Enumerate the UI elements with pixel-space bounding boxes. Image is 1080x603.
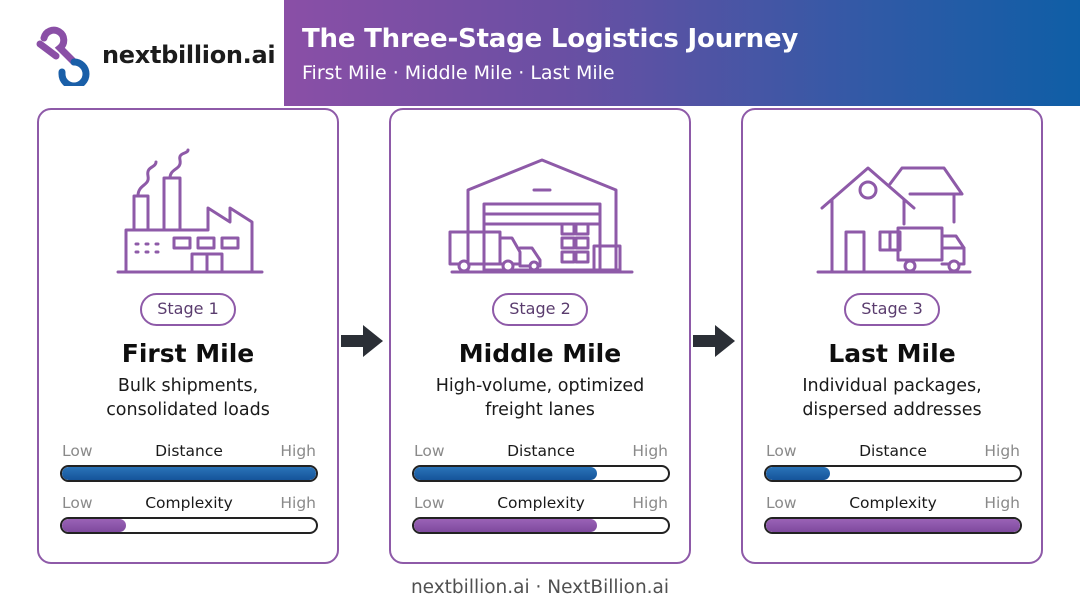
- stage-pill: Stage 2: [492, 293, 588, 326]
- meter-high-label: High: [984, 442, 1020, 460]
- meter-label: Distance: [155, 442, 223, 460]
- meter-high-label: High: [632, 494, 668, 512]
- meter-track: [60, 465, 318, 482]
- distance-meter: Distance Low High: [60, 442, 318, 482]
- meter-high-label: High: [632, 442, 668, 460]
- meter-high-label: High: [280, 494, 316, 512]
- meter-label: Distance: [507, 442, 575, 460]
- logo-area: nextbillion.ai: [0, 0, 284, 106]
- meter-low-label: Low: [766, 494, 797, 512]
- complexity-fill: [62, 519, 126, 532]
- distance-meter: Distance Low High: [412, 442, 670, 482]
- meter-label: Distance: [859, 442, 927, 460]
- meter-label: Complexity: [497, 494, 585, 512]
- logo-icon: [36, 26, 90, 86]
- arrow-right-icon: [341, 325, 383, 357]
- logo-text: nextbillion.ai: [102, 41, 276, 69]
- factory-icon: [116, 148, 264, 274]
- distance-fill: [766, 467, 830, 480]
- meter-track: [764, 517, 1022, 534]
- stage-card-middle-mile: Stage 2 Middle Mile High-volume, optimiz…: [389, 108, 691, 564]
- stage-description-line: Bulk shipments,: [117, 376, 259, 396]
- stage-title: Last Mile: [828, 339, 956, 368]
- meter-low-label: Low: [62, 442, 93, 460]
- stage-description-line: High-volume, optimized: [435, 376, 645, 396]
- distance-fill: [414, 467, 597, 480]
- stage-description: Individual packages, dispersed addresses: [743, 374, 1041, 422]
- page-subtitle: First Mile · Middle Mile · Last Mile: [302, 62, 615, 84]
- meter-high-label: High: [280, 442, 316, 460]
- meter-track: [412, 465, 670, 482]
- complexity-meter: Complexity Low High: [764, 494, 1022, 534]
- meter-low-label: Low: [766, 442, 797, 460]
- page-title: The Three-Stage Logistics Journey: [302, 24, 799, 54]
- meter-label: Complexity: [849, 494, 937, 512]
- stage-description: Bulk shipments, consolidated loads: [39, 374, 337, 422]
- meter-low-label: Low: [414, 494, 445, 512]
- arrow-right-icon: [693, 325, 735, 357]
- house-delivery-icon: [816, 166, 972, 274]
- stage-title: First Mile: [121, 339, 255, 368]
- stage-title: Middle Mile: [458, 339, 622, 368]
- meter-low-label: Low: [414, 442, 445, 460]
- complexity-fill: [766, 519, 1020, 532]
- warehouse-icon: [448, 158, 634, 274]
- stage-card-last-mile: Stage 3 Last Mile Individual packages, d…: [741, 108, 1043, 564]
- stage-description-line: Individual packages,: [802, 376, 982, 396]
- stage-pill: Stage 3: [844, 293, 940, 326]
- meter-label: Complexity: [145, 494, 233, 512]
- footer-credit: nextbillion.ai · NextBillion.ai: [410, 577, 670, 598]
- complexity-fill: [414, 519, 597, 532]
- complexity-meter: Complexity Low High: [412, 494, 670, 534]
- meter-track: [412, 517, 670, 534]
- distance-fill: [62, 467, 316, 480]
- complexity-meter: Complexity Low High: [60, 494, 318, 534]
- stage-description-line: freight lanes: [485, 400, 595, 420]
- distance-meter: Distance Low High: [764, 442, 1022, 482]
- stage-description: High-volume, optimized freight lanes: [391, 374, 689, 422]
- meter-track: [60, 517, 318, 534]
- meter-track: [764, 465, 1022, 482]
- meter-high-label: High: [984, 494, 1020, 512]
- stage-card-first-mile: Stage 1 First Mile Bulk shipments, conso…: [37, 108, 339, 564]
- stage-description-line: dispersed addresses: [802, 400, 982, 420]
- stage-pill: Stage 1: [140, 293, 236, 326]
- stage-description-line: consolidated loads: [106, 400, 270, 420]
- meter-low-label: Low: [62, 494, 93, 512]
- header-banner: The Three-Stage Logistics Journey First …: [284, 0, 1080, 106]
